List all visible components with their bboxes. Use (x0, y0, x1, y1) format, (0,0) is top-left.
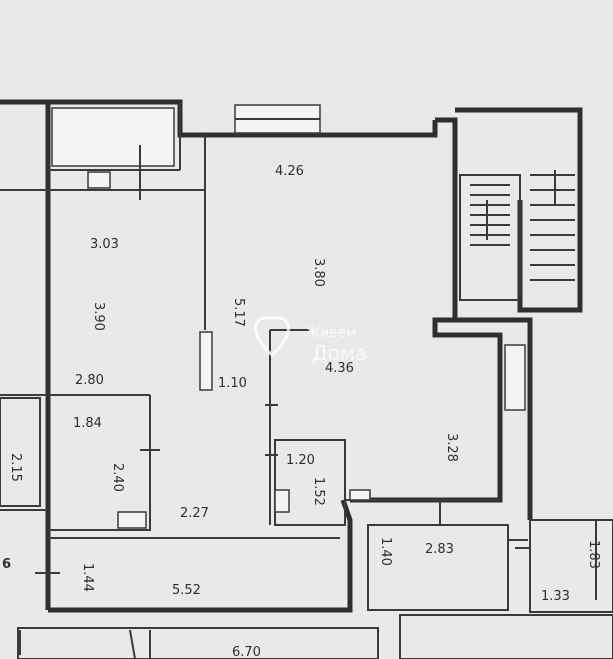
dim-1-33: 1.33 (541, 589, 570, 604)
dim-1-52: 1.52 (311, 477, 326, 506)
window-right (504, 344, 526, 411)
dim-2-15: 2.15 (8, 453, 23, 482)
balcony (51, 107, 175, 167)
dim-5-52: 5.52 (172, 583, 201, 598)
dim-1-83: 1.83 (586, 540, 601, 569)
dimension-labels: 4.26 3.03 3.80 5.17 3.90 2.80 1.10 4.36 … (2, 164, 601, 659)
dim-4-36: 4.36 (325, 361, 354, 376)
dim-1-20: 1.20 (286, 453, 315, 468)
dim-3-80: 3.80 (311, 258, 326, 287)
dim-2-40: 2.40 (110, 463, 125, 492)
dim-2-80: 2.80 (75, 373, 104, 388)
exterior-walls (0, 99, 583, 613)
dim-1-84: 1.84 (73, 416, 102, 431)
dim-2-27: 2.27 (180, 506, 209, 521)
wall-ticks (35, 145, 530, 659)
vent-shaft-3 (349, 489, 371, 501)
dim-4-26: 4.26 (275, 164, 304, 179)
dim-3-90: 3.90 (91, 302, 106, 331)
dim-1-40: 1.40 (378, 537, 393, 566)
dim-1-44: 1.44 (80, 563, 95, 592)
vent-shaft-2 (274, 489, 290, 513)
dim-6: 6 (2, 557, 11, 572)
watermark-line2: Дома (312, 341, 367, 365)
dim-6-70: 6.70 (232, 645, 261, 659)
windows (51, 104, 526, 529)
heart-icon (254, 316, 290, 358)
staircase (19, 170, 575, 659)
dim-1-10: 1.10 (218, 376, 247, 391)
window-left-partition (199, 331, 213, 391)
dim-5-17: 5.17 (231, 298, 246, 327)
window-small (87, 171, 111, 189)
interior-walls (0, 102, 613, 659)
watermark-line1: Живем (305, 325, 357, 341)
dim-3-28: 3.28 (444, 433, 459, 462)
watermark: Живем Дома (254, 316, 367, 365)
vent-shaft (117, 511, 147, 529)
dim-3-03: 3.03 (90, 237, 119, 252)
dim-2-83: 2.83 (425, 542, 454, 557)
